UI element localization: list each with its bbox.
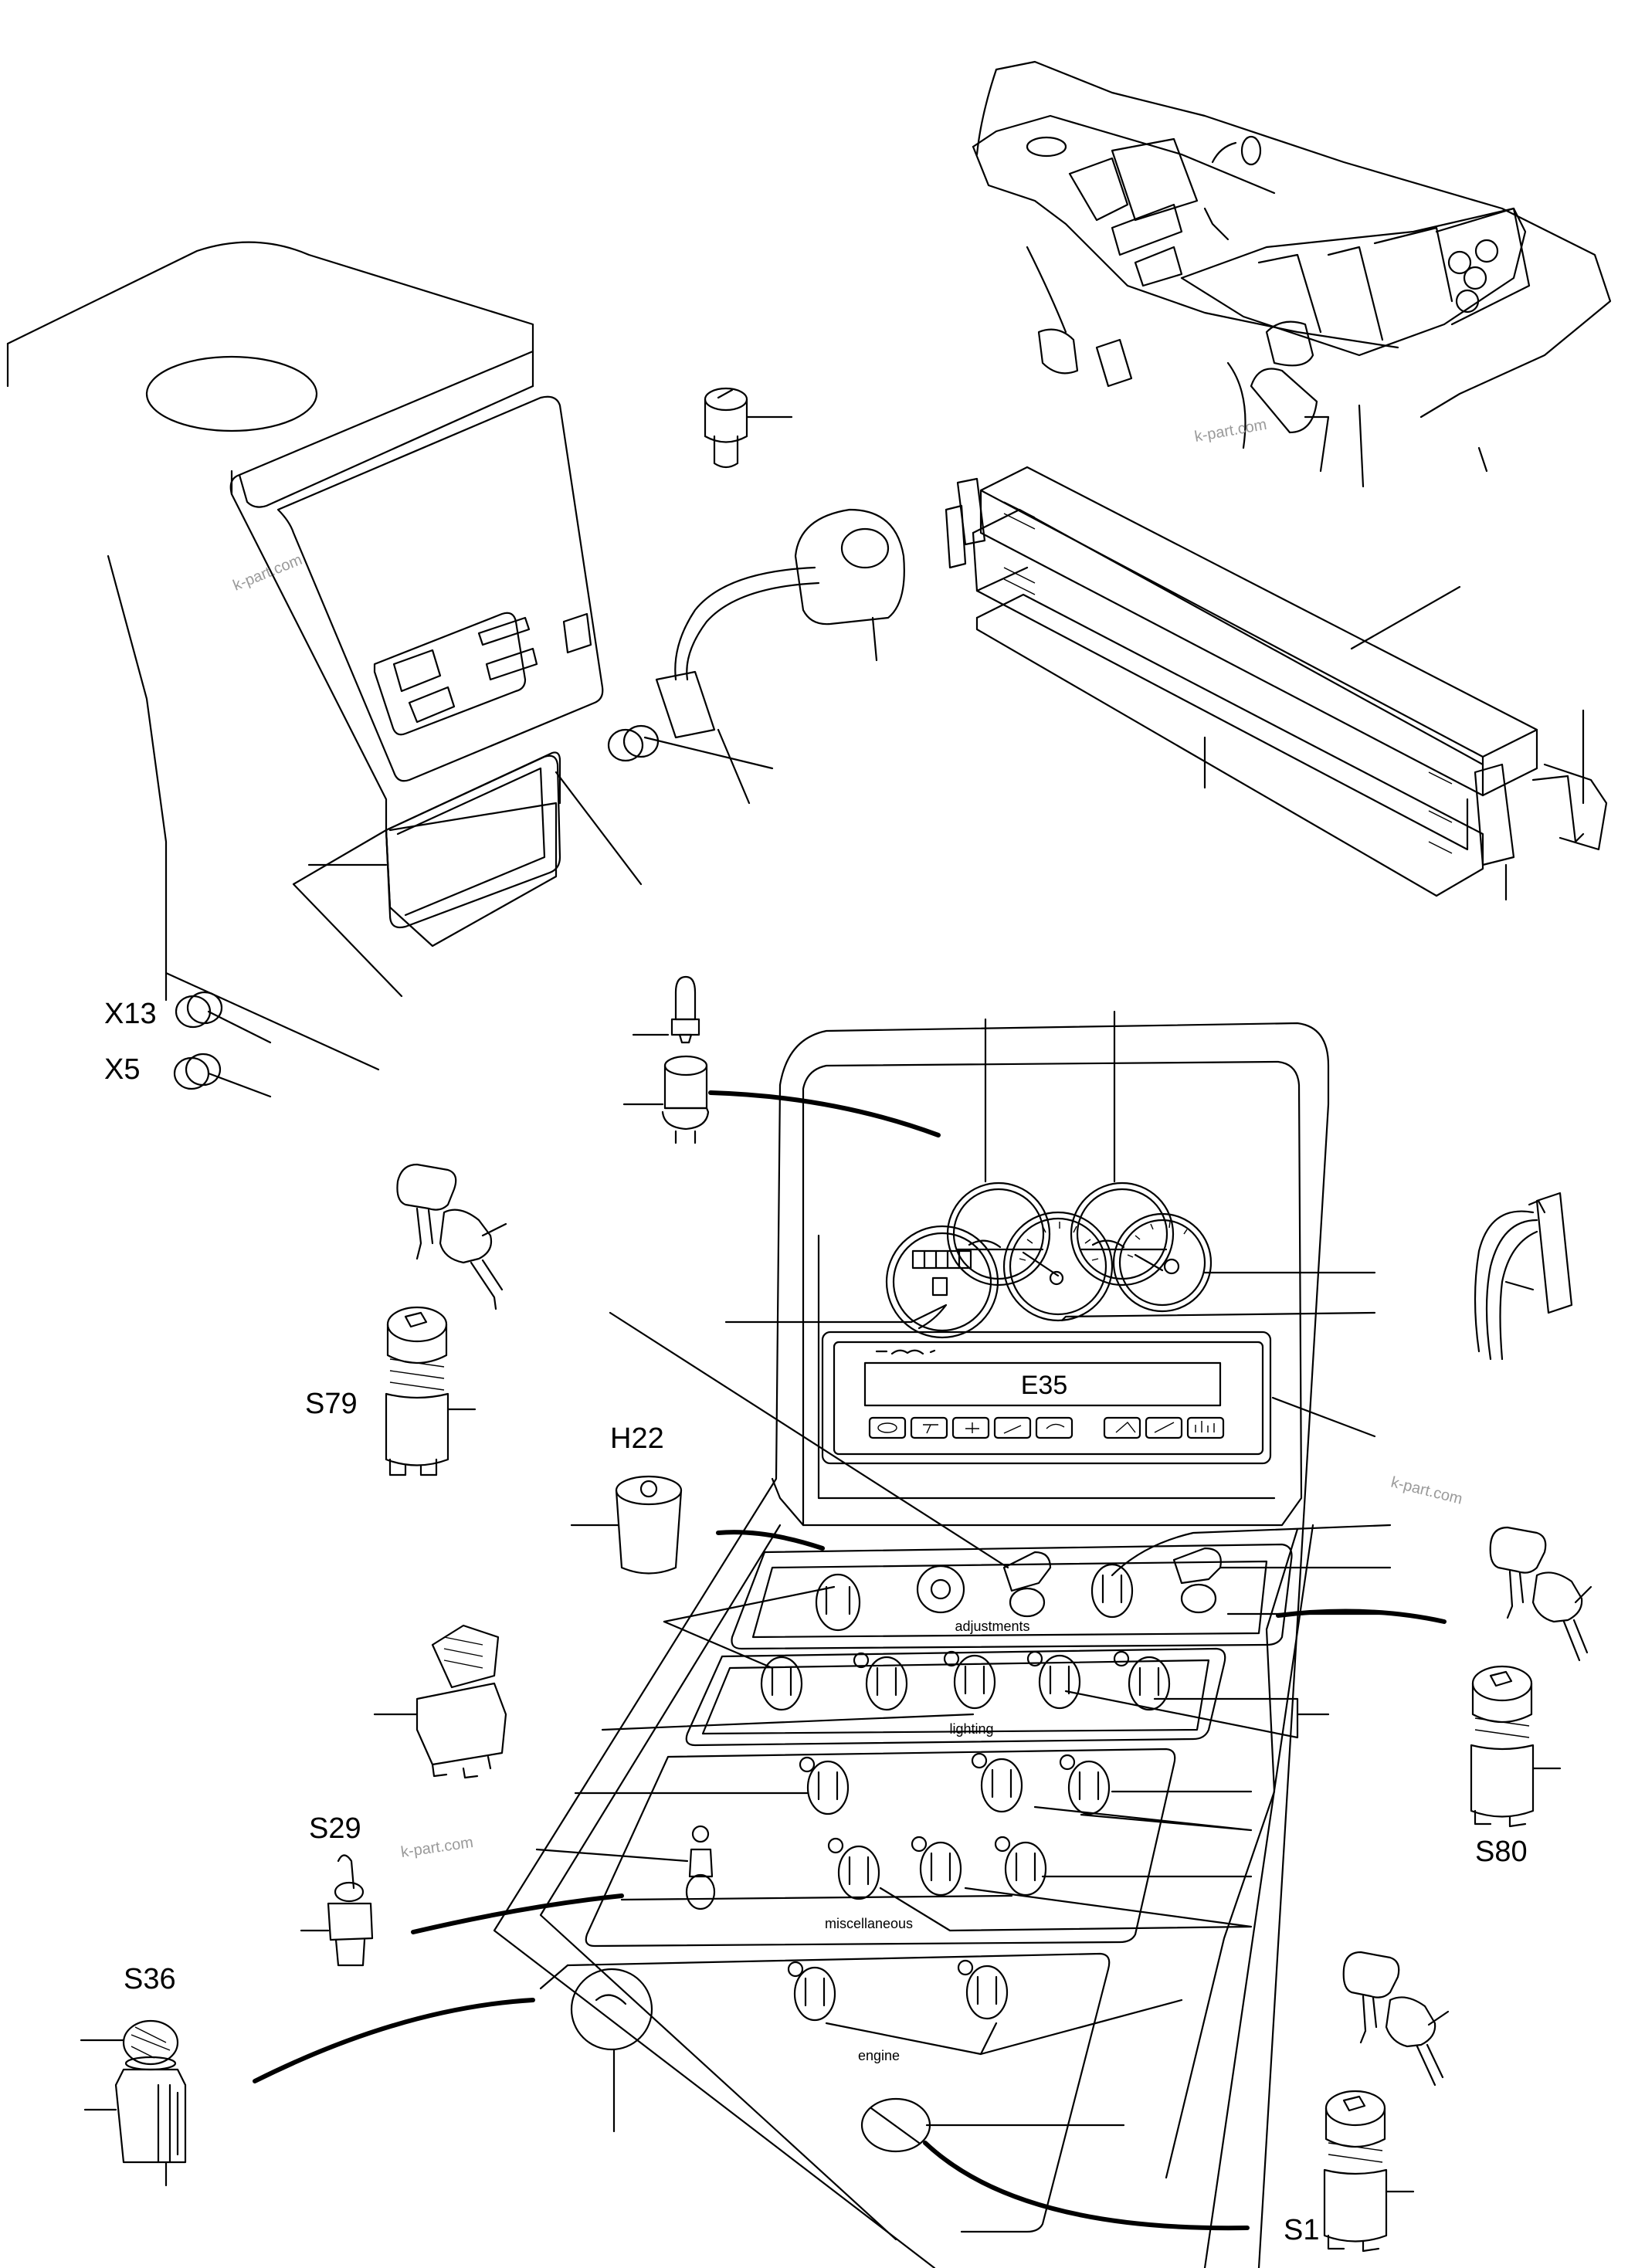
bulb bbox=[632, 975, 700, 1044]
watermarks: k-part.com k-part.com k-part.com k-part.… bbox=[231, 416, 1464, 1861]
gauge-cluster bbox=[724, 1010, 1376, 1339]
rotary-switch-light-3 bbox=[943, 1650, 996, 1710]
key-switch-s1: S1 bbox=[1284, 2090, 1415, 2253]
storage-pocket bbox=[307, 754, 561, 929]
emergency-stop-s36: S36 bbox=[80, 1963, 187, 2187]
bulb-socket bbox=[622, 1055, 710, 1144]
rotary-switch-engine-1 bbox=[787, 1961, 836, 2022]
rotary-switch-adj-1 bbox=[815, 1573, 861, 1632]
cigarette-lighter bbox=[704, 387, 793, 469]
key-pair-s1 bbox=[1342, 1951, 1450, 2087]
rotary-switch-engine-2 bbox=[957, 1959, 1009, 2020]
label-s80: S80 bbox=[1475, 1836, 1528, 1868]
section-label-lighting: lighting bbox=[949, 1721, 993, 1737]
section-label-adjustments: adjustments bbox=[955, 1619, 1029, 1634]
watermark-4: k-part.com bbox=[400, 1834, 475, 1861]
indicator-h22: H22 bbox=[570, 1422, 683, 1575]
instrument-panel bbox=[493, 1022, 1330, 2268]
rotary-switch-misc-6 bbox=[994, 1836, 1047, 1897]
rotary-switch-light-5 bbox=[1113, 1650, 1171, 1711]
panel-section-engine: engine bbox=[539, 1952, 1183, 2233]
key-switch-s79: S79 bbox=[305, 1306, 477, 1476]
panel-section-miscellaneous: miscellaneous bbox=[535, 1748, 1253, 1948]
ignition-key-slot bbox=[860, 2097, 931, 2153]
key-pair-s79 bbox=[396, 1163, 507, 1310]
rotary-switch-misc-5 bbox=[911, 1836, 962, 1897]
cab-overview bbox=[972, 60, 1612, 488]
label-s36: S36 bbox=[124, 1963, 176, 1995]
label-s1: S1 bbox=[1284, 2214, 1319, 2246]
rotary-switch-misc-3 bbox=[1059, 1754, 1111, 1815]
toggle-switch-misc bbox=[685, 1825, 716, 1910]
buzzer-adj bbox=[916, 1565, 965, 1614]
watermark-1: k-part.com bbox=[231, 551, 305, 595]
small-socket bbox=[607, 724, 774, 770]
rotary-switch-light-2 bbox=[853, 1652, 908, 1711]
display-code: E35 bbox=[1021, 1371, 1068, 1400]
display-unit: E35 bbox=[821, 1331, 1376, 1465]
rotary-switch-adj-2 bbox=[1090, 1563, 1134, 1619]
cable-runs bbox=[253, 1090, 1447, 2231]
watermark-3: k-part.com bbox=[1389, 1474, 1464, 1508]
rotary-switch-misc-4 bbox=[827, 1837, 880, 1900]
panel-section-lighting: lighting bbox=[601, 1585, 1330, 1747]
rotary-switch-part bbox=[373, 1624, 507, 1779]
panel-section-adjustments: adjustments bbox=[609, 1311, 1392, 1650]
rotary-switch-light-1 bbox=[760, 1656, 803, 1711]
label-s29: S29 bbox=[309, 1812, 361, 1845]
rotary-switch-misc-1 bbox=[799, 1756, 850, 1815]
plug-x13-x5: X13 X5 bbox=[104, 991, 272, 1098]
rotary-switch-misc-2 bbox=[971, 1752, 1023, 1813]
console-housing bbox=[6, 241, 643, 1071]
fuse-rail bbox=[945, 466, 1608, 901]
key-switch-s80: S80 bbox=[1470, 1665, 1562, 1868]
key-switch-adj-2 bbox=[1172, 1547, 1222, 1614]
label-h22: H22 bbox=[610, 1422, 664, 1455]
toggle-switch-s29: S29 bbox=[300, 1812, 374, 1967]
wire-harness-connector bbox=[1474, 1192, 1573, 1361]
key-switch-adj-1 bbox=[1002, 1551, 1052, 1618]
emergency-stop-socket bbox=[570, 1968, 653, 2051]
rotary-switch-light-4 bbox=[1026, 1650, 1081, 1710]
label-x5: X5 bbox=[104, 1053, 140, 1086]
label-s79: S79 bbox=[305, 1388, 358, 1420]
cable-lamp bbox=[655, 508, 905, 805]
key-pair-s80 bbox=[1489, 1526, 1592, 1662]
section-label-engine: engine bbox=[858, 2048, 900, 2063]
label-x13: X13 bbox=[104, 998, 157, 1030]
watermark-2: k-part.com bbox=[1193, 416, 1268, 446]
section-label-miscellaneous: miscellaneous bbox=[825, 1916, 913, 1931]
